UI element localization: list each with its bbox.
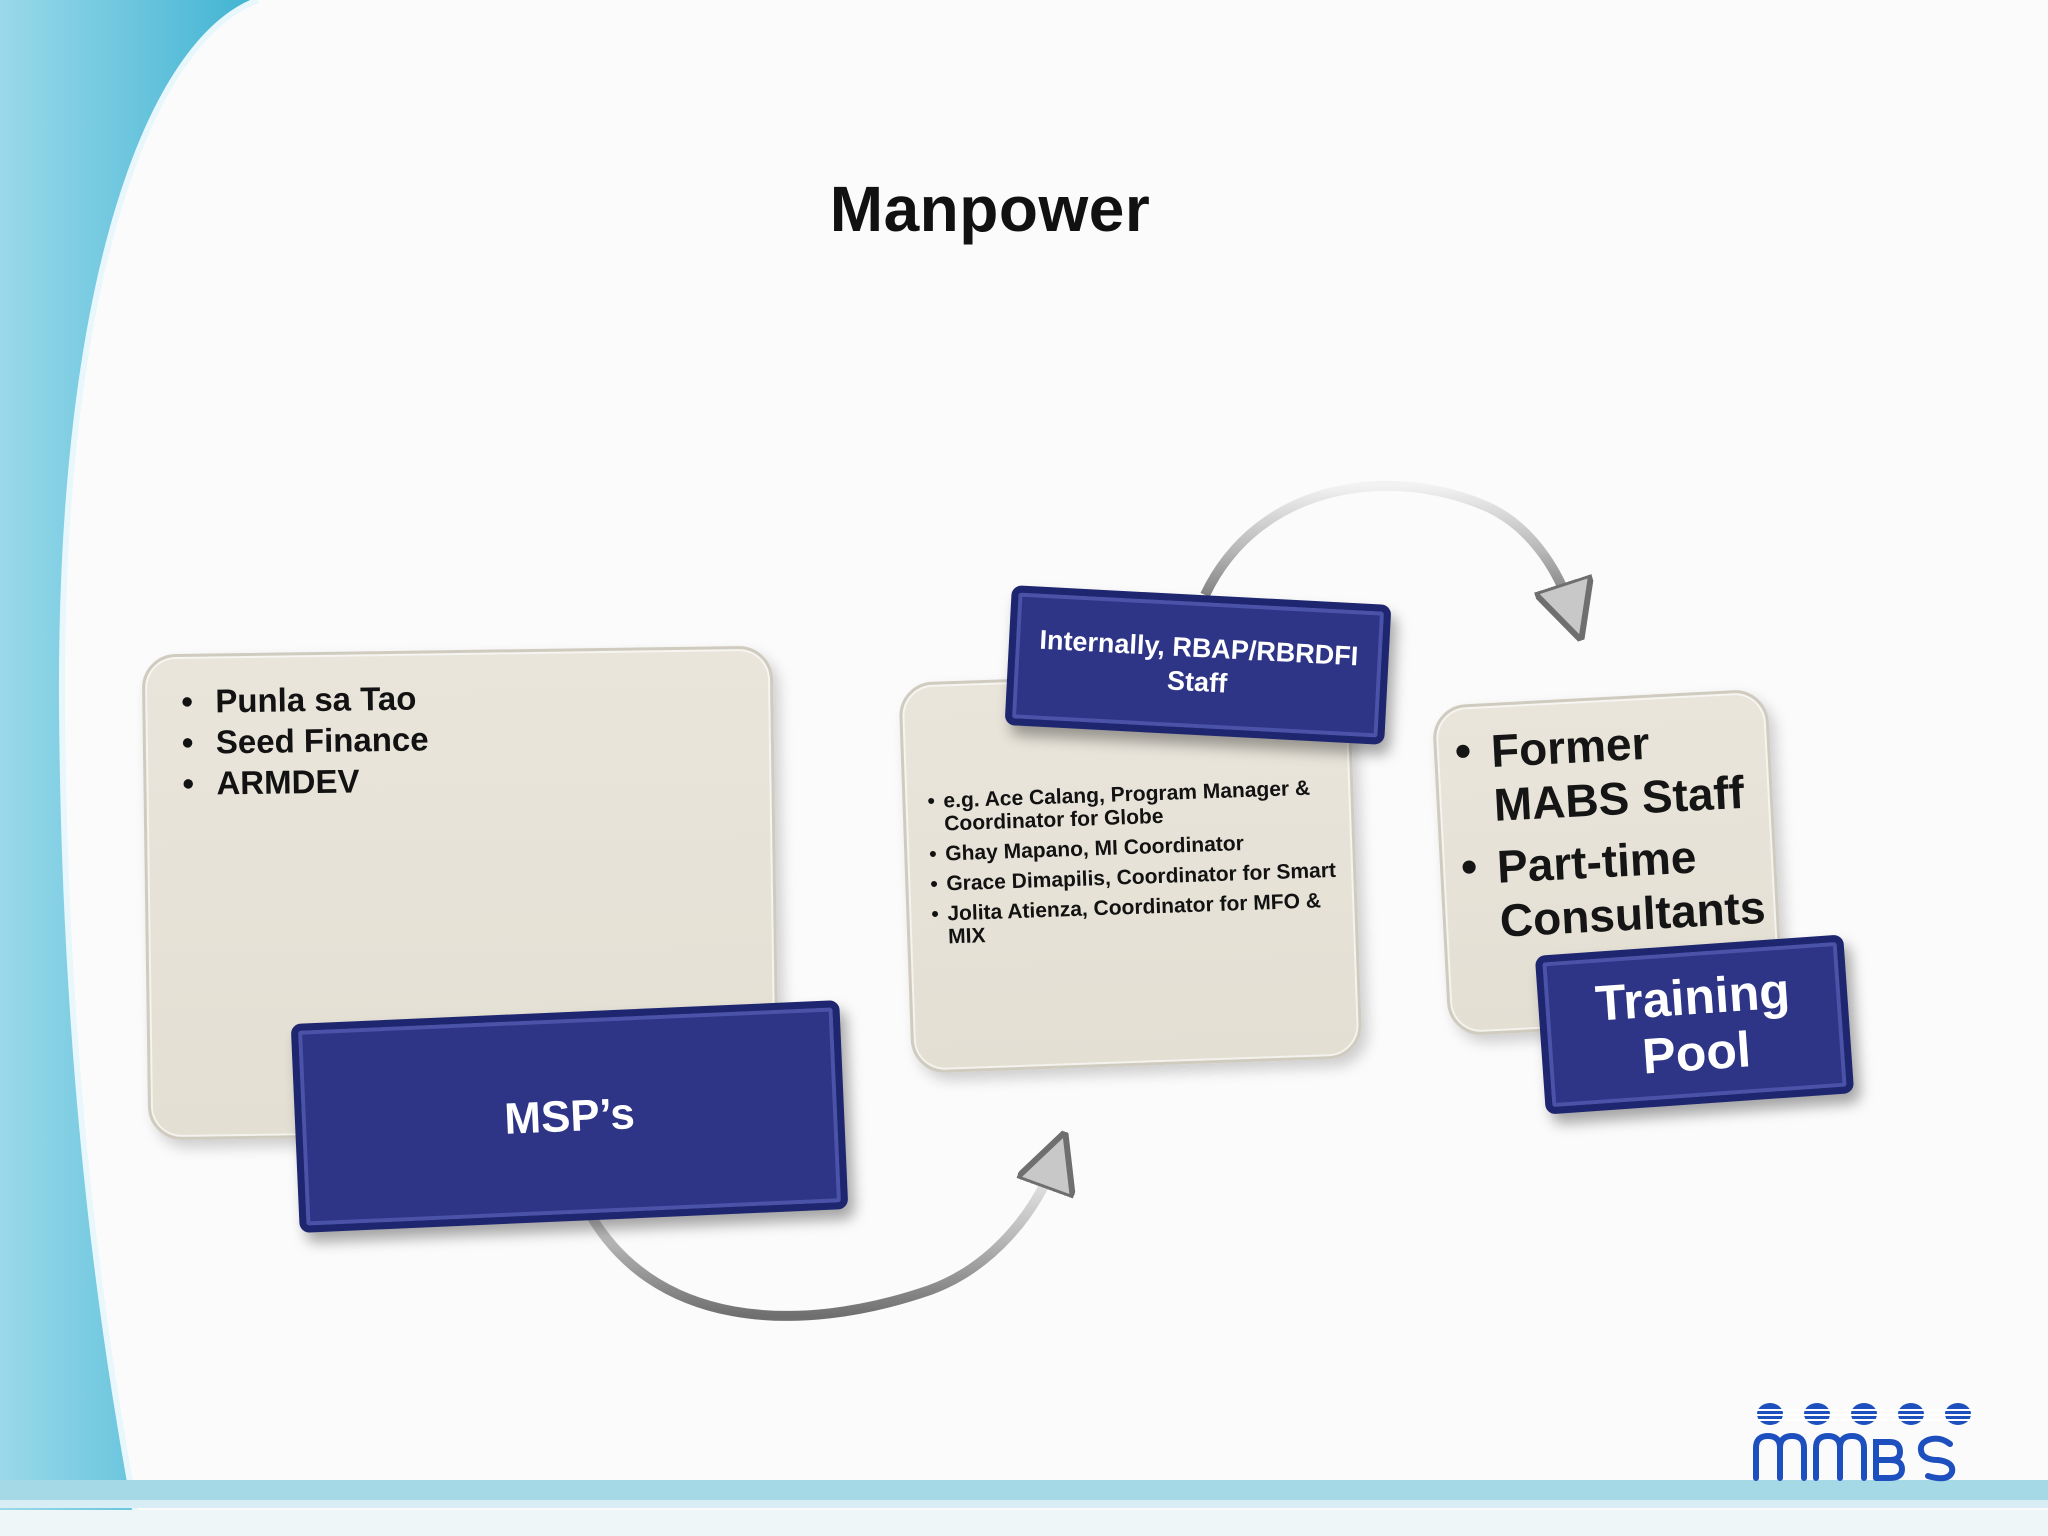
training-label-line1: Training bbox=[1593, 961, 1792, 1032]
left-wave-shape bbox=[0, 0, 258, 1536]
training-label-box: Training Pool bbox=[1534, 934, 1855, 1115]
bottom-bar-shadow bbox=[0, 1510, 2048, 1536]
arrow-msp-to-internal bbox=[580, 1160, 1055, 1321]
mabs-logo bbox=[1753, 1403, 1974, 1482]
left-wave-highlight bbox=[58, 0, 260, 1536]
arrow-internal-to-training bbox=[1200, 480, 1572, 612]
msp-list: Punla sa Tao Seed Finance ARMDEV bbox=[181, 673, 772, 804]
list-item: ARMDEV bbox=[182, 755, 772, 804]
bottom-bar bbox=[0, 1480, 2048, 1500]
list-item: Part-time Consultants bbox=[1460, 826, 1769, 950]
training-label-line2: Pool bbox=[1640, 1020, 1753, 1085]
training-pool-list: Former MABS Staff Part-time Consultants bbox=[1454, 710, 1769, 950]
msp-label-box: MSP’s bbox=[290, 1000, 849, 1233]
page-title: Manpower bbox=[829, 173, 1151, 245]
list-item: e.g. Ace Calang, Program Manager & Coord… bbox=[927, 776, 1337, 836]
list-item: Former MABS Staff bbox=[1454, 710, 1763, 834]
bottom-bar-line bbox=[0, 1500, 2048, 1508]
internal-label-box: Internally, RBAP/RBRDFI Staff bbox=[1004, 585, 1392, 745]
msp-label: MSP’s bbox=[503, 1088, 636, 1144]
internal-label: Internally, RBAP/RBRDFI Staff bbox=[1038, 624, 1359, 699]
list-item: Jolita Atienza, Coordinator for MFO & MI… bbox=[931, 889, 1341, 949]
internal-staff-list: e.g. Ace Calang, Program Manager & Coord… bbox=[927, 776, 1341, 949]
